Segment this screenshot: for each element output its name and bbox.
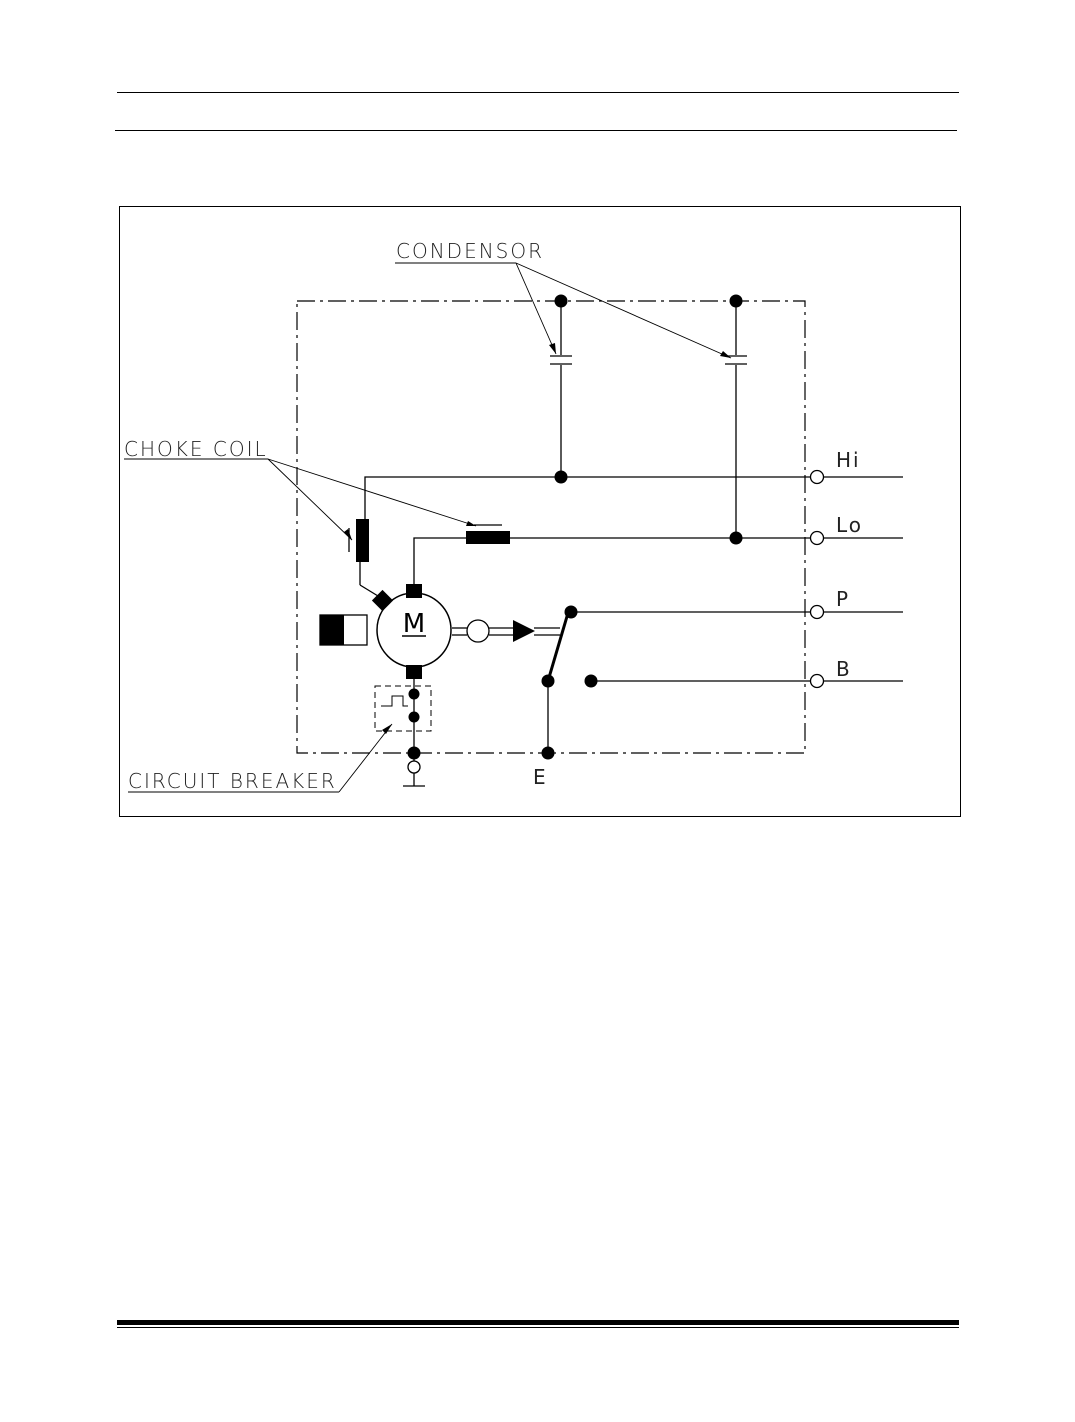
ground-terminal [407,760,421,774]
choke-coil-2 [466,531,510,544]
circuit-breaker-box [374,685,432,732]
wires [359,301,903,786]
terminal-p-label: P [836,587,850,611]
choke-coil-label: CHOKE COIL [124,437,268,461]
cam-wheel [466,619,490,643]
motor-brush-top [406,584,422,598]
wire-choke2-to-brush [413,537,466,584]
motor-brush-left [371,589,394,612]
terminal-hi [809,469,825,485]
cam-pointer [513,620,535,642]
choke-coil-1 [356,519,369,562]
header-rule-bottom [115,130,957,131]
motor-label: M [403,609,425,639]
header-rule-top [117,92,959,93]
leader-arrowheads [344,343,731,734]
circuit-breaker-label: CIRCUIT BREAKER [128,769,337,793]
condensor-symbols [550,355,747,365]
diagram-frame [119,206,961,817]
terminal-lo-label: Lo [836,513,863,537]
footer-rule-thin [117,1327,959,1328]
wire-hi [364,476,903,520]
motor-brush-bottom [406,665,422,679]
terminal-e-label: E [533,765,548,789]
terminal-hi-label: Hi [836,448,861,472]
footer-rule-thick [117,1320,959,1325]
park-switch-blade [546,612,570,682]
circuit-breaker-symbol [381,695,408,707]
terminal-lo [809,530,825,546]
terminal-b [809,673,825,689]
external-terminals [809,469,825,689]
terminal-b-label: B [836,657,852,681]
leader-lines [124,262,732,793]
terminal-p [809,604,825,620]
junction-dots [407,294,743,760]
condensor-label: CONDENSOR [396,239,544,263]
